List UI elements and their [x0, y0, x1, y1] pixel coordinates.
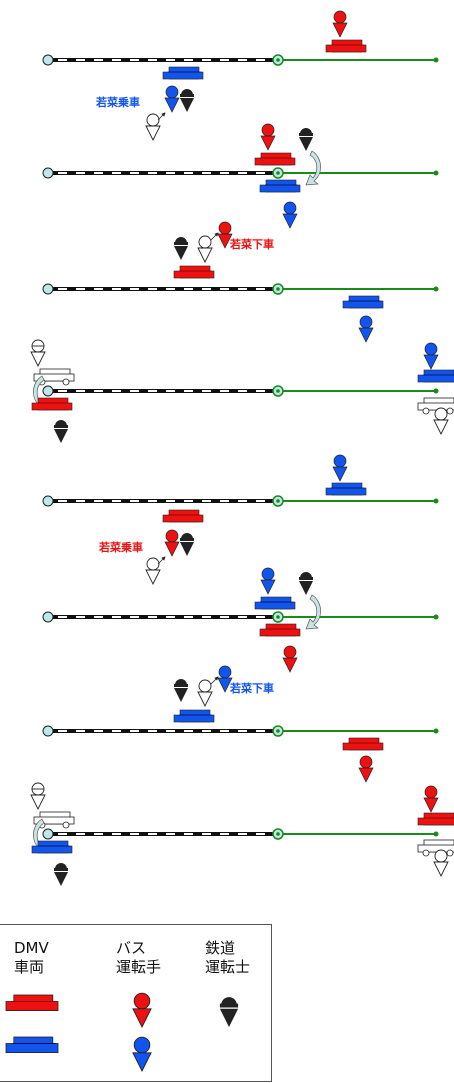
panel-1: 若菜乗車 — [41, 10, 441, 141]
rail-driver-icon — [219, 997, 239, 1027]
blue-vehicle-icon — [342, 295, 384, 309]
red-bus-driver-icon — [260, 123, 276, 151]
rail-driver-ghost-icon — [30, 782, 46, 810]
red-vehicle-icon — [5, 994, 59, 1011]
blue-vehicle-icon — [417, 369, 454, 383]
blue-vehicle-icon — [162, 66, 204, 80]
panel-7: 若菜下車 — [41, 665, 441, 783]
passenger-icon — [433, 407, 449, 435]
red-bus-driver-icon — [164, 529, 180, 557]
panel-6 — [41, 567, 441, 673]
blue-vehicle-icon — [259, 179, 301, 193]
passenger-icon — [145, 113, 161, 141]
red-vehicle-icon — [31, 397, 73, 411]
blue-bus-driver-icon — [358, 315, 374, 343]
track — [41, 282, 441, 296]
legend-bus-driver-label: バス 運転手 — [116, 939, 162, 976]
blue-bus-driver-icon — [332, 454, 348, 482]
rail-driver-icon — [180, 89, 194, 112]
legend-vehicle-label: DMV 車両 — [14, 939, 49, 976]
panel-8 — [30, 782, 454, 886]
blue-bus-driver-icon — [423, 342, 439, 370]
red-vehicle-icon — [162, 509, 204, 523]
red-vehicle-icon — [173, 265, 215, 279]
panel-5: 若菜乗車 — [41, 454, 441, 585]
red-vehicle-icon — [254, 152, 296, 166]
red-bus-driver-icon — [132, 992, 152, 1028]
blue-bus-driver-icon — [260, 567, 276, 595]
rail-driver-icon — [174, 679, 188, 702]
blue-vehicle-icon — [254, 596, 296, 610]
red-bus-driver-icon — [423, 785, 439, 813]
red-vehicle-icon — [342, 737, 384, 751]
rail-driver-icon — [54, 863, 68, 886]
rail-driver-ghost-icon — [30, 339, 46, 367]
red-bus-driver-icon — [358, 755, 374, 783]
event-label: 若菜乗車 — [96, 95, 140, 109]
blue-bus-driver-icon — [164, 85, 180, 113]
red-vehicle-icon — [325, 39, 367, 53]
blue-vehicle-icon — [31, 840, 73, 854]
transfer-arrow-icon — [305, 150, 321, 186]
event-label: 若菜下車 — [230, 237, 274, 251]
blue-vehicle-icon — [325, 482, 367, 496]
event-label: 若菜乗車 — [99, 540, 143, 554]
blue-bus-driver-icon — [132, 1036, 152, 1072]
blue-vehicle-icon — [173, 709, 215, 723]
blue-bus-driver-icon — [282, 201, 298, 229]
red-vehicle-icon — [259, 623, 301, 637]
track — [41, 53, 441, 67]
panel-3: 若菜下車 — [41, 221, 441, 343]
passenger-icon — [433, 849, 449, 877]
rail-driver-icon — [174, 237, 188, 260]
legend-icons — [5, 992, 239, 1072]
track — [41, 166, 441, 180]
legend-rail-driver-label: 鉄道 運転士 — [205, 939, 251, 976]
red-bus-driver-icon — [282, 645, 298, 673]
legend: DMV 車両 バス 運転手 鉄道 運転士 — [0, 924, 272, 1082]
event-label: 若菜下車 — [230, 681, 274, 695]
track — [41, 494, 441, 508]
track — [41, 610, 441, 624]
passenger-icon — [197, 679, 213, 707]
track — [41, 384, 441, 398]
transfer-arrow-icon — [305, 594, 321, 630]
rail-driver-icon — [299, 128, 313, 151]
panel-4 — [30, 339, 454, 443]
rail-driver-icon — [54, 420, 68, 443]
rail-driver-icon — [299, 572, 313, 595]
rail-driver-icon — [180, 533, 194, 556]
passenger-icon — [145, 557, 161, 585]
track — [41, 827, 441, 841]
blue-vehicle-icon — [5, 1036, 59, 1053]
passenger-icon — [197, 235, 213, 263]
track — [41, 724, 441, 738]
red-vehicle-icon — [417, 812, 454, 826]
panel-2 — [41, 123, 441, 229]
red-bus-driver-icon — [332, 10, 348, 38]
